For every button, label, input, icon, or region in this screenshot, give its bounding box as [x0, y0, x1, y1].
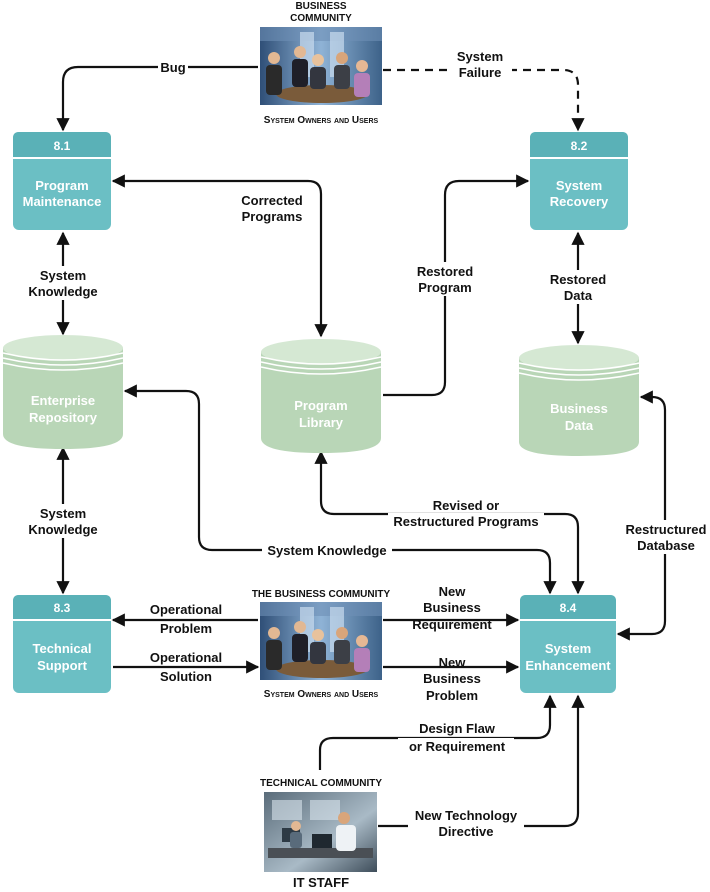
business-meeting-photo-icon	[260, 602, 382, 680]
entity-subcaption: IT STAFF	[293, 875, 349, 890]
flow-label-restructured-database-line1: Restructured	[626, 522, 707, 537]
process-title-line1: Technical	[32, 641, 91, 656]
flow-corrected-programs-line	[111, 174, 328, 338]
flow-label-new-business-requirement-line1: New	[439, 584, 467, 599]
flow-label-operational-problem-line1: Operational	[150, 602, 222, 617]
flow-restructured-database-line	[616, 390, 667, 641]
flow-label-new-business-requirement-line3: Requirement	[412, 617, 492, 632]
datastore-label-line2: Repository	[29, 410, 98, 425]
process-number: 8.2	[571, 139, 588, 153]
process-8-3: 8.3 Technical Support	[13, 595, 111, 693]
flow-label-corrected-programs-line2: Programs	[242, 209, 303, 224]
flow-label-new-technology-line2: Directive	[439, 824, 494, 839]
datastore-label-line1: Enterprise	[31, 393, 95, 408]
datastore-label-line1: Business	[550, 401, 608, 416]
flow-label-system-failure-line1: System	[457, 49, 503, 64]
process-title-line1: System	[556, 178, 602, 193]
process-title-line2: Recovery	[550, 194, 609, 209]
process-number: 8.4	[560, 601, 577, 615]
flow-label-restructured-database-line2: Database	[637, 538, 695, 553]
flow-label-system-knowledge-long: System Knowledge	[267, 543, 386, 558]
flow-label-system-knowledge-mid-line1: System	[40, 506, 86, 521]
flow-label-system-knowledge-mid-line2: Knowledge	[28, 522, 97, 537]
process-title-line2: Maintenance	[23, 194, 102, 209]
entity-business-community-top: BUSINESS COMMUNITY System Owners and Use…	[260, 1, 382, 126]
flow-label-restored-data-line2: Data	[564, 288, 593, 303]
datastore-label-line2: Data	[565, 418, 594, 433]
flow-label-system-failure-line2: Failure	[459, 65, 502, 80]
flow-label-new-technology-line1: New Technology	[415, 808, 518, 823]
entity-caption-line2: COMMUNITY	[290, 13, 352, 24]
process-title-line1: Program	[35, 178, 88, 193]
datastore-business-data: Business Data	[518, 345, 640, 456]
entity-subcaption: System Owners and Users	[264, 115, 379, 126]
flow-label-design-flaw-line2: or Requirement	[409, 739, 506, 754]
flow-label-new-business-requirement-line2: Business	[423, 600, 481, 615]
flow-label-system-knowledge-top-line2: Knowledge	[28, 284, 97, 299]
datastore-enterprise-repository: Enterprise Repository	[2, 335, 124, 449]
process-8-1: 8.1 Program Maintenance	[13, 132, 111, 230]
flow-label-system-knowledge-top-line1: System	[40, 268, 86, 283]
flow-label-operational-solution-line1: Operational	[150, 650, 222, 665]
flow-label-bug: Bug	[160, 60, 185, 75]
entity-technical-community: TECHNICAL COMMUNITY IT STAFF	[260, 778, 382, 890]
entity-caption-line1: BUSINESS	[295, 1, 346, 12]
process-title-line2: Enhancement	[525, 658, 611, 673]
flow-label-design-flaw-line1: Design Flaw	[419, 721, 496, 736]
flow-labels: Bug System Failure Corrected Programs Re…	[28, 46, 710, 840]
flow-label-restored-program-line2: Program	[418, 280, 471, 295]
entity-business-community-middle: THE BUSINESS COMMUNITY System Owners and…	[252, 589, 391, 700]
flow-label-revised-programs-line2: Restructured Programs	[393, 514, 538, 529]
datastore-label-line2: Library	[299, 415, 344, 430]
entity-caption: THE BUSINESS COMMUNITY	[252, 589, 391, 600]
flow-label-corrected-programs-line1: Corrected	[241, 193, 302, 208]
it-staff-photo-icon	[264, 792, 377, 872]
process-8-4: 8.4 System Enhancement	[520, 595, 616, 693]
flow-bug-line	[56, 65, 258, 132]
business-meeting-photo-icon	[260, 27, 382, 105]
flow-new-technology-line	[378, 694, 585, 828]
entity-subcaption: System Owners and Users	[264, 689, 379, 700]
flow-label-new-business-problem-line3: Problem	[426, 688, 478, 703]
process-8-2: 8.2 System Recovery	[530, 132, 628, 230]
process-number: 8.1	[54, 139, 71, 153]
flow-label-operational-problem-line2: Problem	[160, 621, 212, 636]
datastore-program-library: Program Library	[260, 339, 382, 453]
process-title-line2: Support	[37, 658, 87, 673]
flow-label-operational-solution-line2: Solution	[160, 669, 212, 684]
entity-caption: TECHNICAL COMMUNITY	[260, 778, 382, 789]
datastore-label-line1: Program	[294, 398, 347, 413]
flow-label-new-business-problem-line2: Business	[423, 671, 481, 686]
flow-label-restored-data-line1: Restored	[550, 272, 606, 287]
flow-label-revised-programs-line1: Revised or	[433, 498, 499, 513]
process-number: 8.3	[54, 601, 71, 615]
flow-label-new-business-problem-line1: New	[439, 655, 467, 670]
process-title-line1: System	[545, 641, 591, 656]
flow-label-restored-program-line1: Restored	[417, 264, 473, 279]
